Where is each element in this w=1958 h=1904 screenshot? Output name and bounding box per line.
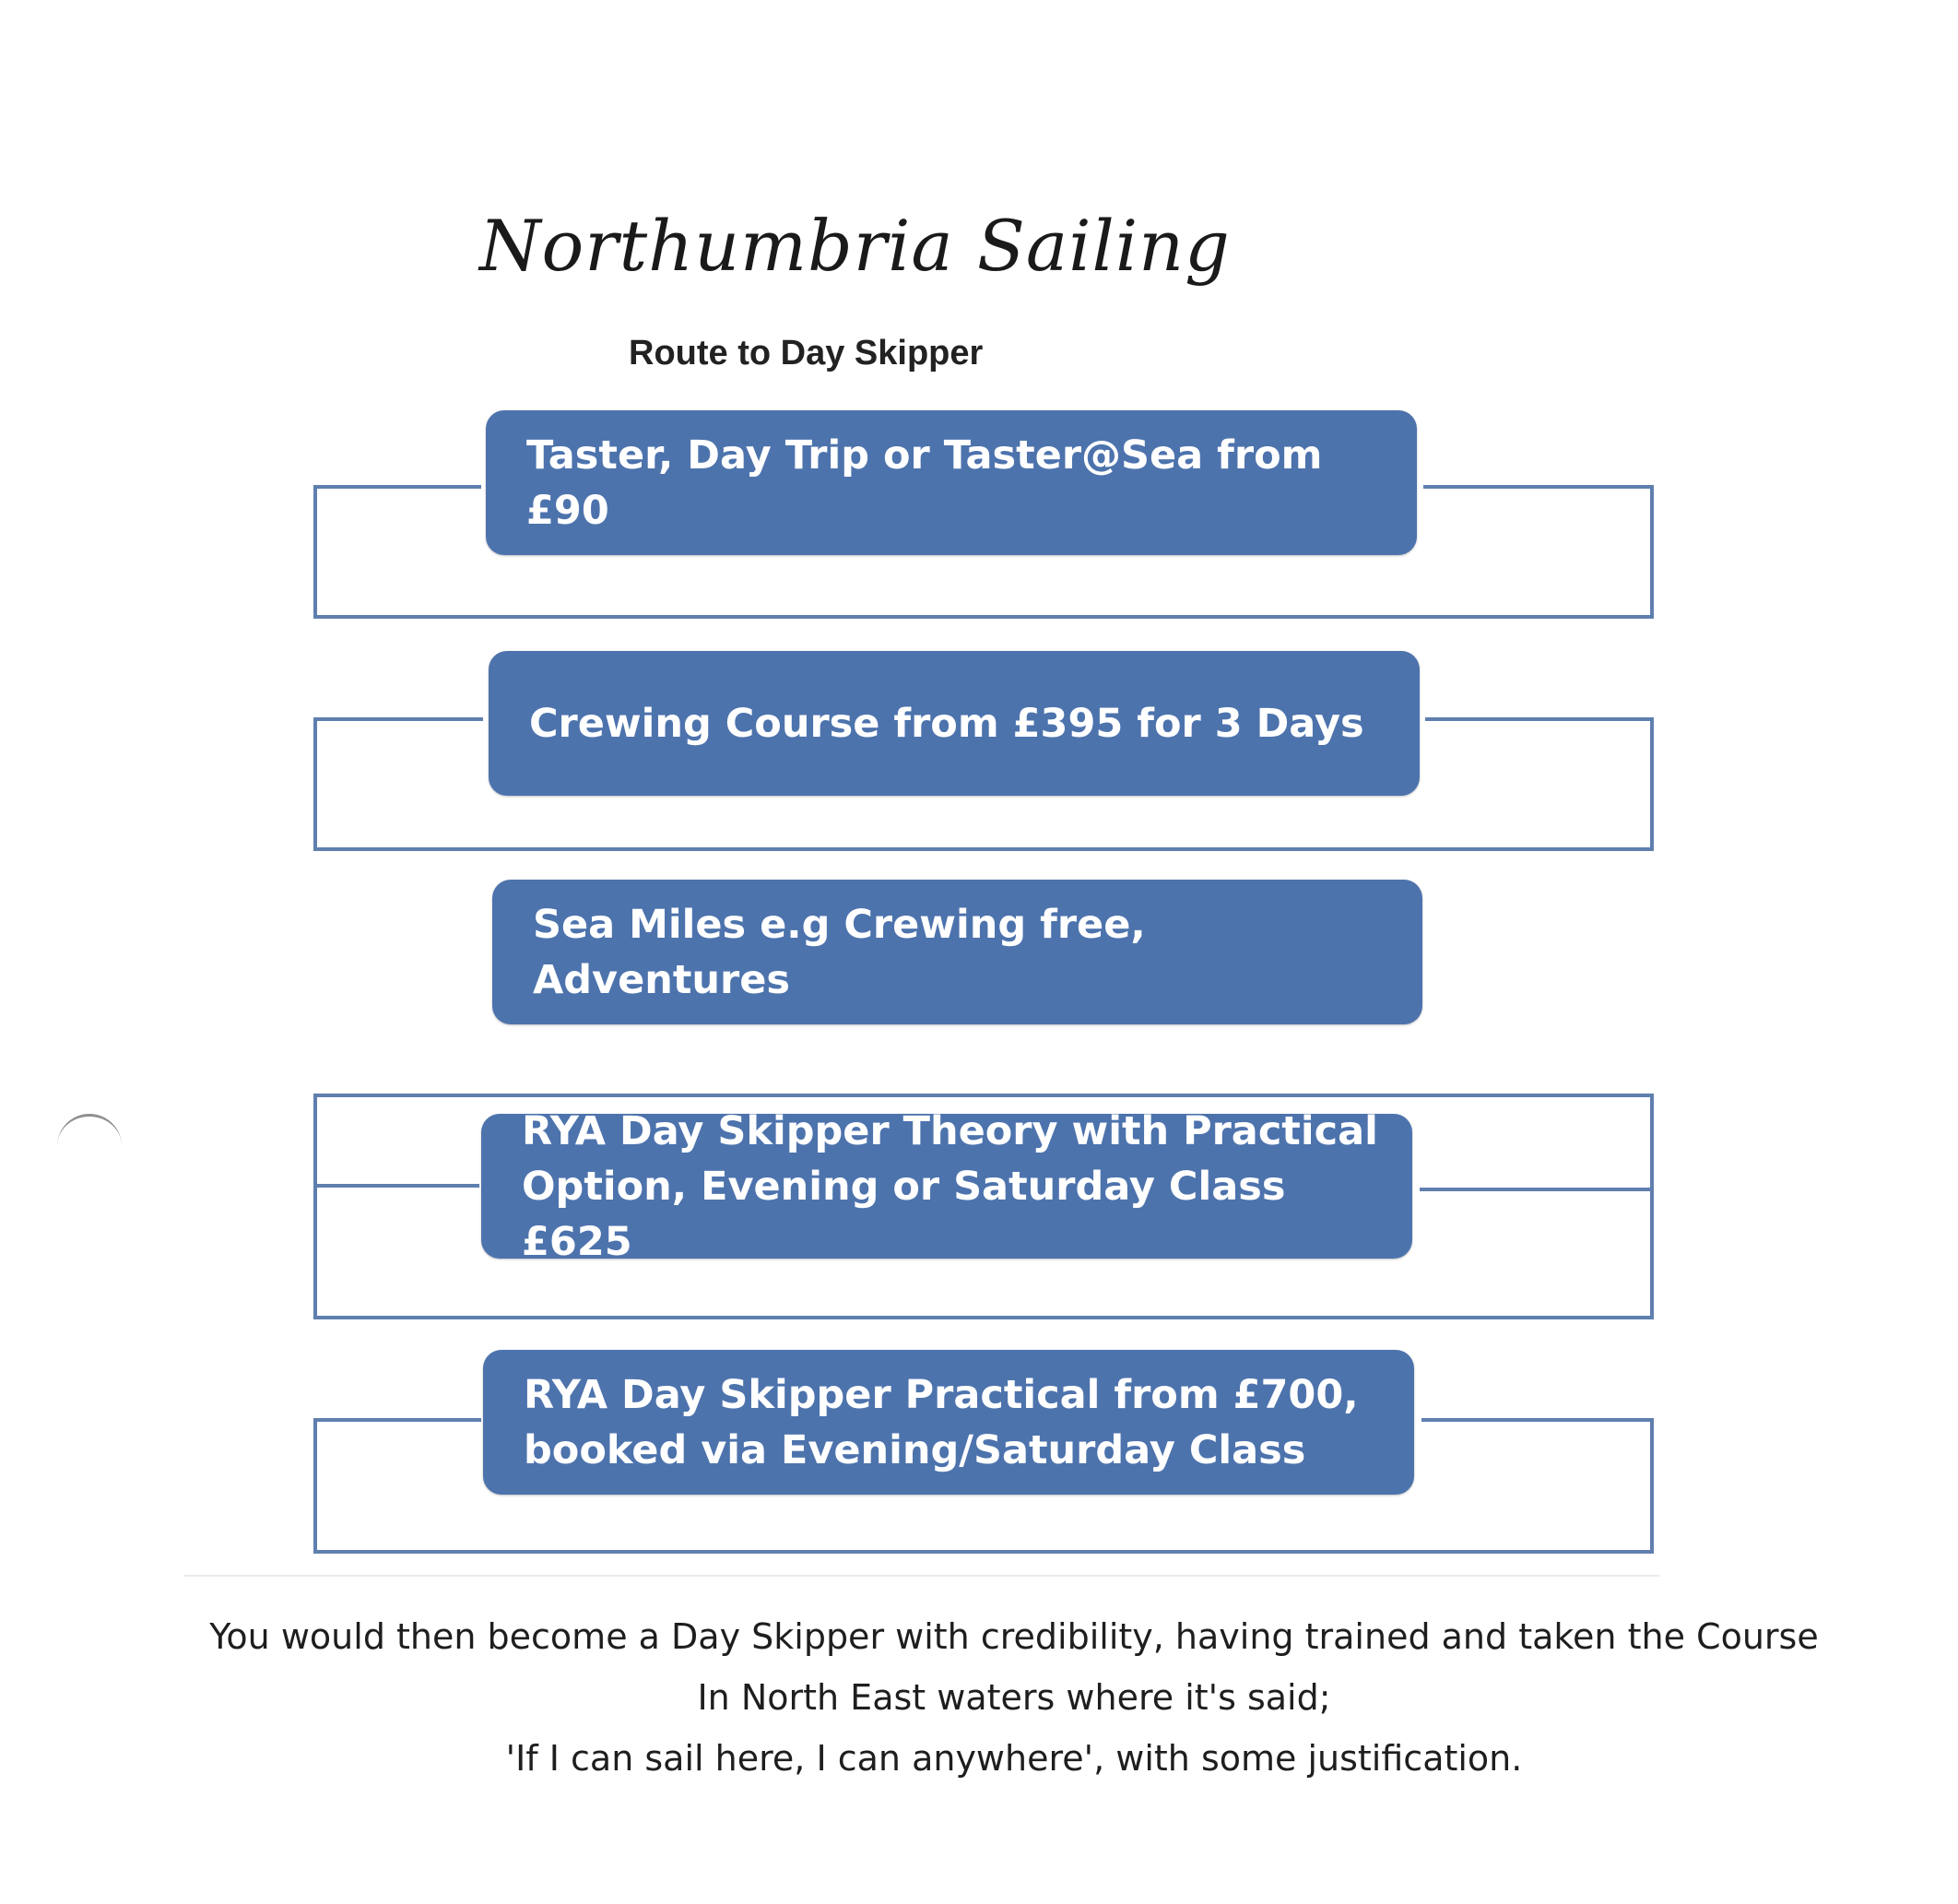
connector-bracket-3 — [313, 1094, 1654, 1319]
step-day-skipper-practical-line-1: RYA Day Skipper Practical from £700, — [524, 1371, 1359, 1418]
connector-bracket-1 — [313, 485, 1654, 619]
step-day-skipper-theory: RYA Day Skipper Theory with Practical Op… — [481, 1108, 1412, 1265]
step-crewing-course: Crewing Course from £395 for 3 Days — [489, 651, 1420, 796]
connector-right-1 — [1423, 485, 1654, 489]
footer-line-3: 'If I can sail here, I can anywhere', wi… — [505, 1738, 1523, 1779]
connector-bracket-4 — [313, 1418, 1654, 1554]
footer-line-1: You would then become a Day Skipper with… — [209, 1616, 1819, 1657]
connector-left-4 — [313, 1418, 481, 1422]
connector-right-3 — [1420, 1188, 1654, 1191]
connector-right-4 — [1421, 1418, 1654, 1422]
step-sea-miles: Sea Miles e.g Crewing free, Adventures — [492, 880, 1422, 1024]
footer-line-2: In North East waters where it's said; — [697, 1677, 1331, 1718]
connector-bracket-2 — [313, 717, 1654, 851]
step-day-skipper-practical-line-2: booked via Evening/Saturday Class — [524, 1426, 1306, 1473]
step-taster-label: Taster, Day Trip or Taster@Sea from £90 — [526, 432, 1323, 534]
divider — [184, 1575, 1659, 1577]
connector-left-3 — [313, 1184, 479, 1188]
step-crewing-course-label: Crewing Course from £395 for 3 Days — [529, 700, 1364, 747]
connector-left-2 — [313, 717, 483, 721]
connector-right-2 — [1425, 717, 1654, 721]
step-day-skipper-theory-line-2: Option, Evening or Saturday Class £625 — [522, 1163, 1286, 1265]
step-taster: Taster, Day Trip or Taster@Sea from £90 — [486, 410, 1417, 555]
step-day-skipper-practical: RYA Day Skipper Practical from £700, boo… — [483, 1350, 1414, 1495]
footer-text: You would then become a Day Skipper with… — [184, 1606, 1844, 1789]
page-title: Northumbria Sailing — [479, 205, 1231, 287]
step-sea-miles-label: Sea Miles e.g Crewing free, Adventures — [533, 901, 1146, 1003]
page-subtitle: Route to Day Skipper — [629, 334, 984, 373]
step-day-skipper-theory-line-1: RYA Day Skipper Theory with Practical — [522, 1107, 1378, 1154]
connector-left-1 — [313, 485, 481, 489]
scan-mark — [57, 1114, 122, 1153]
